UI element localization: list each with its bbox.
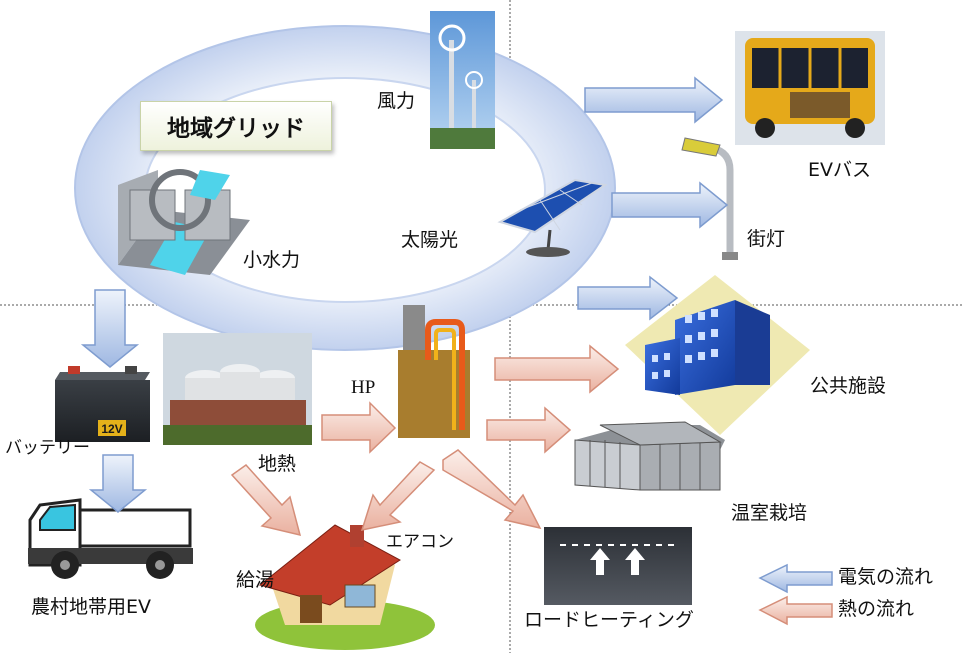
battery-image: 12V — [55, 366, 150, 442]
label-ev-bus: EVバス — [808, 159, 872, 181]
label-hydro: 小水力 — [243, 249, 301, 271]
label-hot-water: 給湯 — [236, 569, 275, 591]
label-streetlight: 街灯 — [747, 228, 786, 250]
label-geothermal: 地熱 — [258, 453, 297, 475]
heat-arrows — [230, 344, 620, 537]
farm-ev-truck-image — [28, 498, 193, 579]
arrow-hp-to-facility — [494, 344, 620, 394]
geothermal-plant-image — [163, 333, 312, 445]
wind-turbine-image — [430, 11, 495, 149]
electric-arrows — [80, 76, 729, 513]
legend-heat-arrow — [758, 595, 833, 626]
legend-electric-label: 電気の流れ — [838, 566, 934, 588]
arrow-grid-to-bus — [584, 76, 724, 124]
arrow-geothermal-to-hotwater — [230, 464, 302, 537]
greenhouse-image — [574, 421, 725, 491]
house-image — [255, 524, 435, 650]
ev-bus-image — [735, 31, 885, 145]
arrow-grid-to-facility — [577, 275, 679, 321]
small-hydro-image — [118, 169, 250, 275]
battery-voltage-label: 12V — [101, 422, 122, 436]
arrow-hp-to-aircon — [360, 461, 436, 531]
arrow-hp-to-road — [442, 449, 542, 530]
heat-pump-image — [398, 305, 470, 438]
label-public-facility: 公共施設 — [810, 375, 887, 397]
label-hp: HP — [351, 377, 376, 398]
streetlight-image — [681, 137, 738, 260]
label-battery: バッテリー — [5, 438, 90, 458]
label-greenhouse: 温室栽培 — [731, 502, 808, 524]
regional-grid-badge: 地域グリッド — [140, 101, 332, 151]
label-wind: 風力 — [377, 90, 416, 112]
label-aircon: エアコン — [386, 532, 454, 552]
label-farm-ev: 農村地帯用EV — [31, 596, 152, 618]
label-solar: 太陽光 — [401, 229, 459, 251]
arrow-grid-to-battery — [80, 289, 140, 368]
legend-heat-label: 熱の流れ — [838, 598, 915, 620]
label-road-heating: ロードヒーティング — [524, 609, 694, 631]
road-image — [544, 527, 692, 605]
public-facility-image — [625, 275, 810, 435]
arrow-hp-to-greenhouse — [486, 406, 572, 454]
arrow-grid-to-streetlight — [611, 181, 729, 229]
arrow-geothermal-to-hp — [321, 401, 397, 454]
arrow-battery-to-ev — [88, 454, 148, 513]
solar-panel-image — [497, 178, 608, 257]
legend-electric-arrow — [758, 563, 833, 594]
